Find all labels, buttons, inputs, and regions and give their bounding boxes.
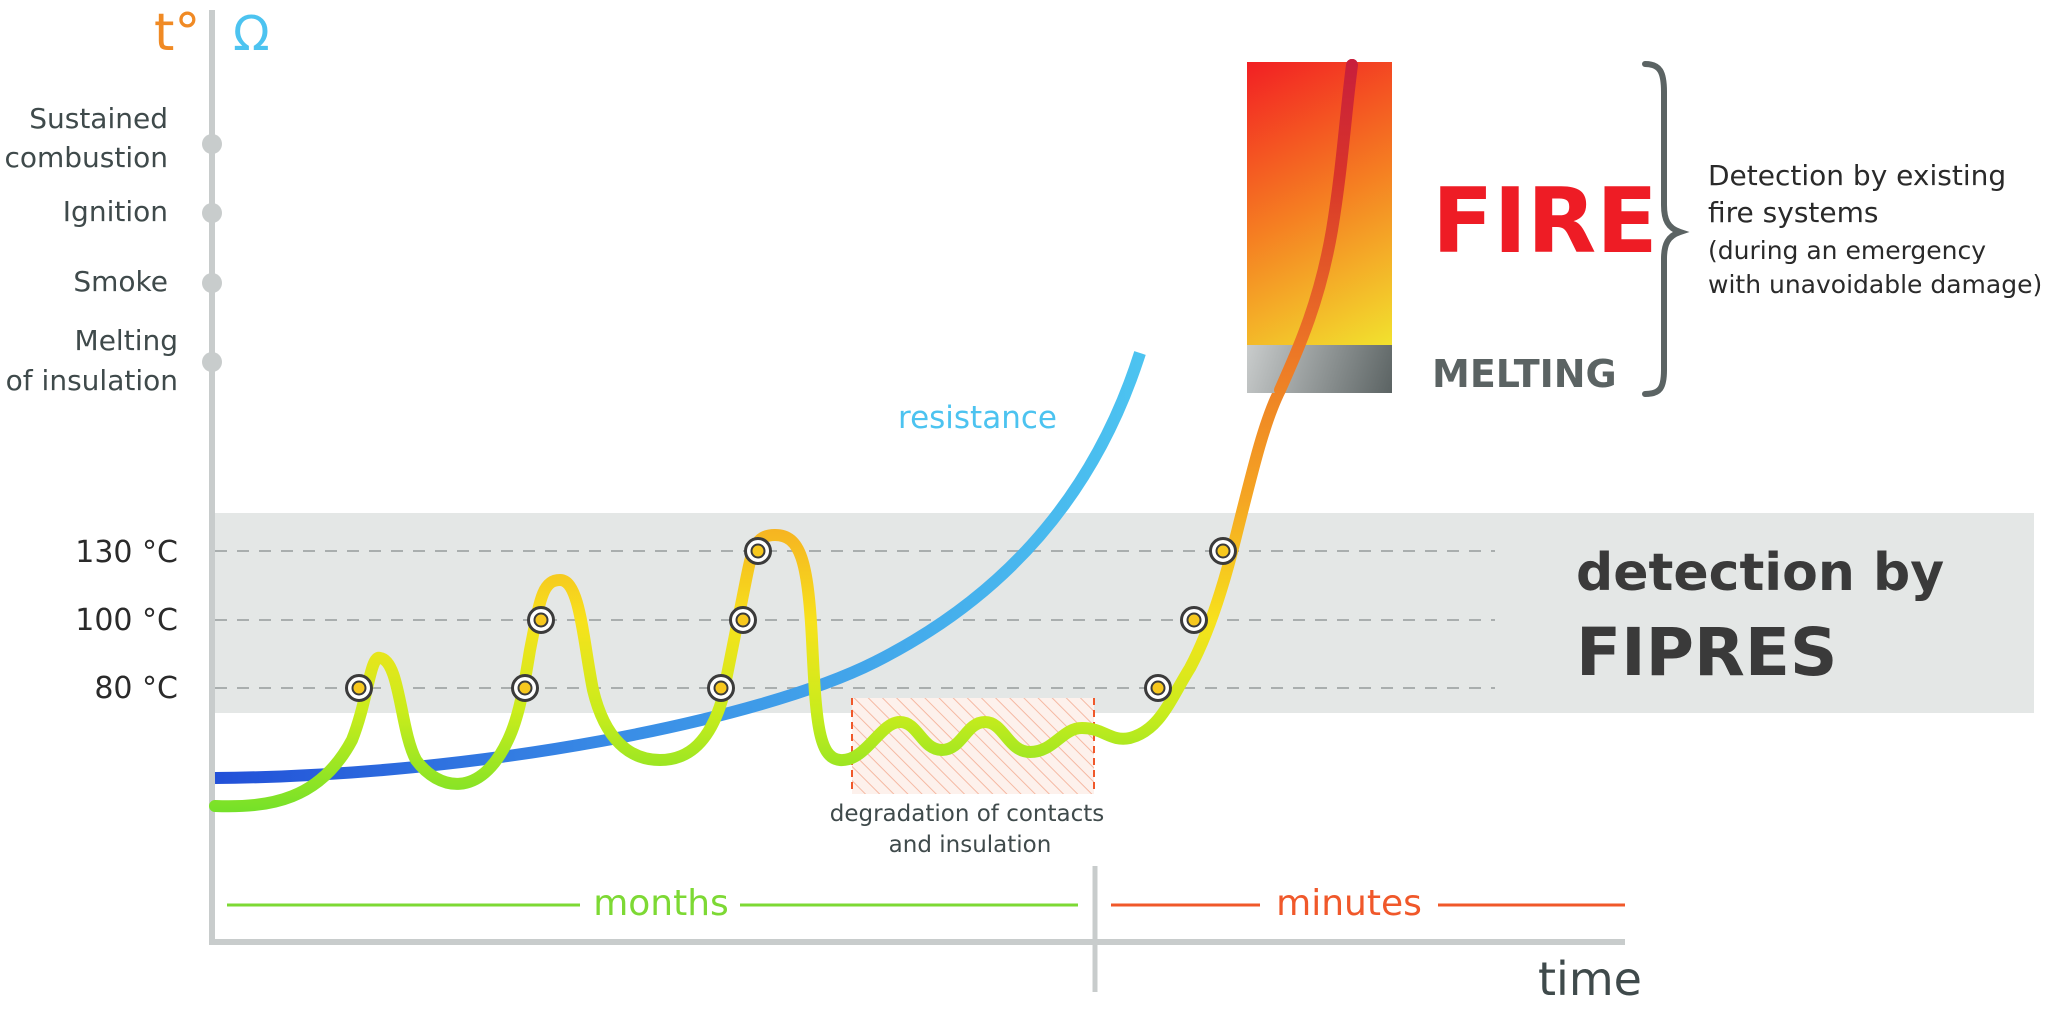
- temperature-axis-symbol: t°: [154, 3, 200, 63]
- stage-label-smoke: Smoke: [73, 265, 168, 298]
- stage-label-sustained-line2: combustion: [4, 141, 168, 174]
- stage-label-ignition: Ignition: [63, 195, 168, 228]
- threshold-label-130: 130 °C: [75, 535, 178, 570]
- existing-detection-line2: fire systems: [1708, 196, 1878, 229]
- stage-label-melting-line2: of insulation: [6, 364, 178, 397]
- existing-detection-brace: [1642, 61, 1690, 397]
- existing-detection-line4: with unavoidable damage): [1708, 270, 2042, 299]
- threshold-marker: [511, 674, 539, 702]
- threshold-label-80: 80 °C: [94, 671, 178, 706]
- melting-label: MELTING: [1432, 352, 1617, 396]
- fipres-brand-label: FIPRES: [1576, 614, 1837, 691]
- melting-stage-block: [1247, 345, 1392, 393]
- resistance-label: resistance: [898, 400, 1057, 436]
- stage-tick-melting: [202, 352, 222, 372]
- degradation-label-line2: and insulation: [889, 832, 1052, 858]
- resistance-axis-symbol: Ω: [233, 6, 270, 62]
- minutes-label: minutes: [1276, 883, 1422, 924]
- threshold-marker: [527, 606, 555, 634]
- existing-detection-line3: (during an emergency: [1708, 236, 1986, 265]
- threshold-label-100: 100 °C: [75, 603, 178, 638]
- threshold-marker: [1180, 606, 1208, 634]
- threshold-lines: [215, 550, 1495, 689]
- degradation-label-line1: degradation of contacts: [830, 801, 1105, 827]
- stage-tick-sustained: [202, 134, 222, 154]
- stage-ticks: [202, 134, 222, 372]
- stage-tick-smoke: [202, 273, 222, 293]
- threshold-marker: [1144, 674, 1172, 702]
- stage-tick-ignition: [202, 203, 222, 223]
- stage-label-sustained-line1: Sustained: [29, 102, 168, 135]
- time-axis-label: time: [1538, 952, 1642, 1006]
- fire-label: FIRE: [1432, 169, 1658, 274]
- months-label: months: [593, 883, 729, 924]
- threshold-marker: [744, 537, 772, 565]
- fipres-detection-label: detection by: [1576, 543, 1944, 603]
- threshold-marker: [345, 674, 373, 702]
- threshold-marker: [707, 674, 735, 702]
- threshold-marker: [729, 606, 757, 634]
- threshold-marker: [1209, 537, 1237, 565]
- stage-label-melting-line1: Melting: [75, 324, 178, 357]
- temperature-curve: [209, 59, 1358, 813]
- resistance-curve: [214, 351, 1146, 784]
- existing-detection-line1: Detection by existing: [1708, 159, 2006, 192]
- temperature-curve-fire-segment: [1274, 59, 1358, 396]
